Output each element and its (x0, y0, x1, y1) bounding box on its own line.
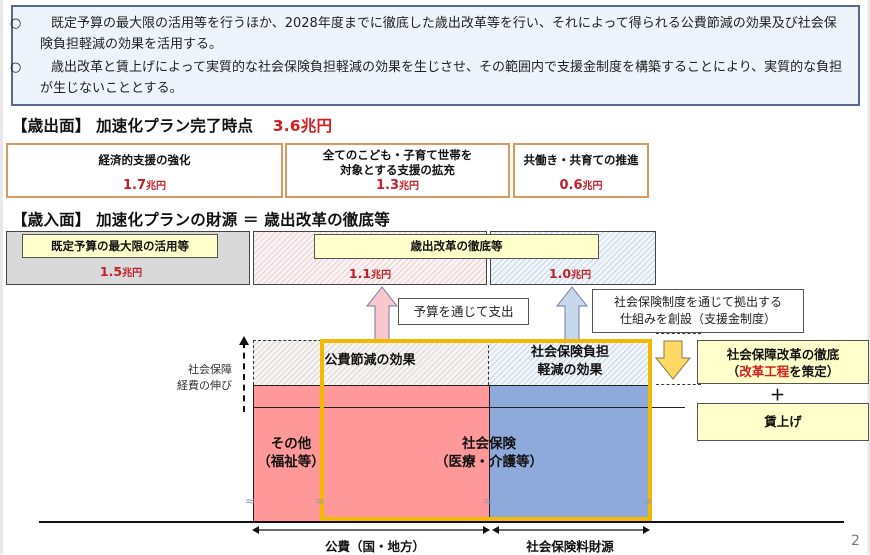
axis-insurance-funds-label: 社会保険料財源 (526, 539, 614, 554)
existing-budget-amount: 1.5兆円 (99, 264, 143, 279)
intro-box: ○既定予算の最大限の活用等を行うほか、2028年度までに徹底した歳出改革等を行い… (10, 5, 860, 106)
wage-increase-box: 賃上げ (697, 403, 869, 441)
social-insurance-label: 社会保険 （医療・介護等） (435, 436, 543, 470)
revenue-title: 【歳入面】 加速化プランの財源 ＝ 歳出改革の徹底等 (12, 211, 390, 229)
public-saving-effect-label: 公費節減の効果 (324, 353, 416, 368)
social-security-reform-box: 社会保障改革の徹底 （改革工程を策定） (697, 340, 869, 384)
wave-break-icon: ≈ (245, 494, 256, 508)
reform-roadmap-highlight: 改革工程 (739, 364, 790, 379)
growth-label: 社会保障 経費の伸び (177, 363, 232, 392)
axis-public-funds-label: 公費（国・地方） (324, 539, 425, 554)
baseline-divider (253, 407, 685, 408)
page-number: 2 (851, 533, 860, 549)
existing-budget-label: 既定予算の最大限の活用等 (22, 234, 218, 258)
axis-arrows-icon (252, 526, 650, 534)
insurance-relief-amount: 1.0兆円 (548, 266, 592, 281)
intro-item-2: ○歳出改革と賃上げによって実質的な社会保険負担軽減の効果を生じさせ、その範囲内で… (10, 60, 843, 96)
wave-break-icon: ≈ (315, 494, 326, 508)
insurance-relief-effect-label: 社会保険負担 軽減の効果 (530, 345, 609, 378)
note-support-fund: 社会保険制度を通じて拠出する 仕組みを創設（支援金制度） (592, 289, 804, 333)
plus-sign: ＋ (770, 386, 786, 404)
wave-break-icon: ≈ (643, 494, 654, 508)
expenditure-total: 3.6兆円 (272, 117, 333, 135)
ground-line (39, 521, 844, 523)
other-welfare-label: その他 （福祉等） (257, 436, 325, 470)
note-budget-spend: 予算を通じて支出 (398, 298, 529, 325)
intro-item-1: ○既定予算の最大限の活用等を行うほか、2028年度までに徹底した歳出改革等を行い… (10, 16, 837, 52)
expenditure-box-dual-income: 共働き・共育ての推進 0.6兆円 (513, 143, 649, 198)
arrow-down-yellow-icon (655, 340, 691, 380)
growth-arrow-head-icon (239, 336, 249, 345)
reform-dashed-top (656, 333, 701, 334)
gold-outline-frame (320, 339, 652, 521)
growth-dashed-line (243, 342, 245, 412)
public-saving-amount: 1.1兆円 (348, 266, 392, 281)
wave-break-icon: ≈ (483, 494, 494, 508)
spending-reform-label: 歳出改革の徹底等 (314, 234, 599, 259)
public-saving-effect-area (253, 340, 488, 385)
expenditure-box-economic-support: 経済的支援の強化 1.7兆円 (6, 143, 283, 198)
expenditure-title: 【歳出面】 加速化プラン完了時点 3.6兆円 (12, 117, 333, 135)
expenditure-box-all-children: 全てのこども・子育て世帯を 対象とする支援の拡充 1.3兆円 (285, 143, 510, 198)
reform-dashed-bottom (656, 384, 701, 385)
